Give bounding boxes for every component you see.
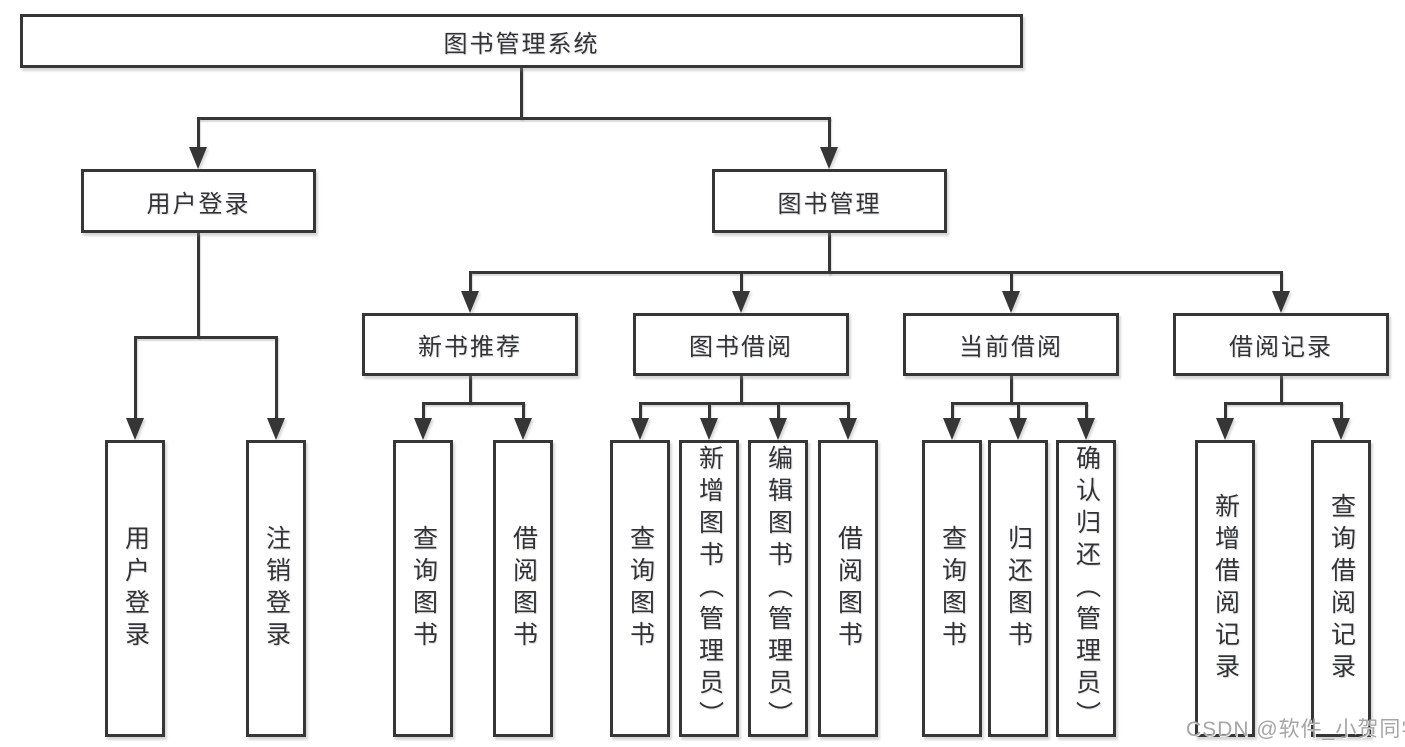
connector-line	[1010, 376, 1013, 404]
connector-line	[469, 376, 472, 404]
arrow-down-icon	[514, 418, 532, 440]
leaf-label: 查询图书	[938, 524, 967, 653]
leaf-label: 新增借阅记录	[1211, 492, 1240, 685]
leaf-add-borrow-record: 新增借阅记录	[1195, 440, 1255, 737]
connector-line	[423, 402, 525, 405]
leaf-borrow-books: 借阅图书	[818, 440, 878, 737]
connector-line	[828, 117, 831, 149]
arrow-down-icon	[1002, 291, 1020, 313]
node-new-book-recommend: 新书推荐	[362, 313, 578, 376]
arrow-down-icon	[189, 147, 207, 169]
connector-line	[1340, 402, 1343, 422]
leaf-label: 查询图书	[409, 524, 438, 653]
connector-line	[708, 402, 711, 422]
arrow-down-icon	[1216, 418, 1234, 440]
leaf-query-books-recommend: 查询图书	[393, 440, 453, 737]
arrow-down-icon	[1272, 291, 1290, 313]
connector-line	[422, 402, 425, 422]
leaf-label: 查询借阅记录	[1327, 492, 1356, 685]
leaf-label: 借阅图书	[509, 524, 538, 653]
connector-line	[952, 402, 1088, 405]
arrow-down-icon	[839, 418, 857, 440]
watermark: CSDN @软件_小贺同学	[1186, 718, 1405, 741]
connector-line	[740, 376, 743, 404]
connector-line	[951, 402, 954, 422]
connector-line	[828, 233, 831, 274]
connector-line	[640, 402, 850, 405]
connector-line	[134, 336, 137, 422]
connector-line	[1280, 271, 1283, 295]
connector-line	[1010, 271, 1013, 295]
node-root: 图书管理系统	[20, 14, 1023, 68]
connector-line	[522, 402, 525, 422]
leaf-confirm-return-admin: 确认归还（管理员）	[1056, 440, 1116, 737]
arrow-down-icon	[943, 418, 961, 440]
connector-line	[469, 271, 472, 295]
connector-line	[1085, 402, 1088, 422]
leaf-query-books-borrow: 查询图书	[610, 440, 670, 737]
arrow-down-icon	[461, 291, 479, 313]
connector-line	[275, 336, 278, 422]
leaf-label: 借阅图书	[834, 524, 863, 653]
connector-line	[1225, 402, 1343, 405]
leaf-query-books-current: 查询图书	[922, 440, 982, 737]
connector-line	[777, 402, 780, 422]
arrow-down-icon	[1077, 418, 1095, 440]
leaf-query-borrow-record: 查询借阅记录	[1311, 440, 1371, 737]
arrow-down-icon	[732, 291, 750, 313]
connector-line	[197, 117, 200, 149]
leaf-borrow-books-recommend: 借阅图书	[493, 440, 553, 737]
arrow-down-icon	[820, 147, 838, 169]
leaf-label: 归还图书	[1004, 524, 1033, 653]
leaf-logout: 注销登录	[246, 440, 306, 737]
arrow-down-icon	[126, 418, 144, 440]
arrow-down-icon	[769, 418, 787, 440]
leaf-label: 新增图书（管理员）	[695, 444, 724, 733]
connector-line	[639, 402, 642, 422]
connector-line	[1280, 376, 1283, 404]
leaf-label: 注销登录	[262, 524, 291, 653]
leaf-label: 确认归还（管理员）	[1072, 444, 1101, 733]
connector-line	[520, 67, 523, 119]
connector-line	[197, 233, 200, 338]
arrow-down-icon	[700, 418, 718, 440]
node-current-borrow: 当前借阅	[903, 313, 1119, 376]
connector-line	[470, 271, 1282, 274]
leaf-edit-book-admin: 编辑图书（管理员）	[748, 440, 808, 737]
leaf-label: 用户登录	[121, 524, 150, 653]
leaf-add-book-admin: 新增图书（管理员）	[679, 440, 739, 737]
leaf-user-login: 用户登录	[105, 440, 165, 737]
connector-line	[847, 402, 850, 422]
arrow-down-icon	[1009, 418, 1027, 440]
arrow-down-icon	[631, 418, 649, 440]
connector-line	[1017, 402, 1020, 422]
connector-line	[740, 271, 743, 295]
connector-line	[1224, 402, 1227, 422]
connector-line	[197, 117, 831, 120]
node-book-borrow: 图书借阅	[633, 313, 849, 376]
arrow-down-icon	[414, 418, 432, 440]
leaf-label: 查询图书	[626, 524, 655, 653]
arrow-down-icon	[1332, 418, 1350, 440]
node-book-management: 图书管理	[712, 169, 947, 233]
leaf-label: 编辑图书（管理员）	[764, 444, 793, 733]
node-borrow-records: 借阅记录	[1173, 313, 1389, 376]
leaf-return-book: 归还图书	[988, 440, 1048, 737]
arrow-down-icon	[267, 418, 285, 440]
connector-line	[135, 336, 278, 339]
node-user-login: 用户登录	[81, 169, 316, 233]
